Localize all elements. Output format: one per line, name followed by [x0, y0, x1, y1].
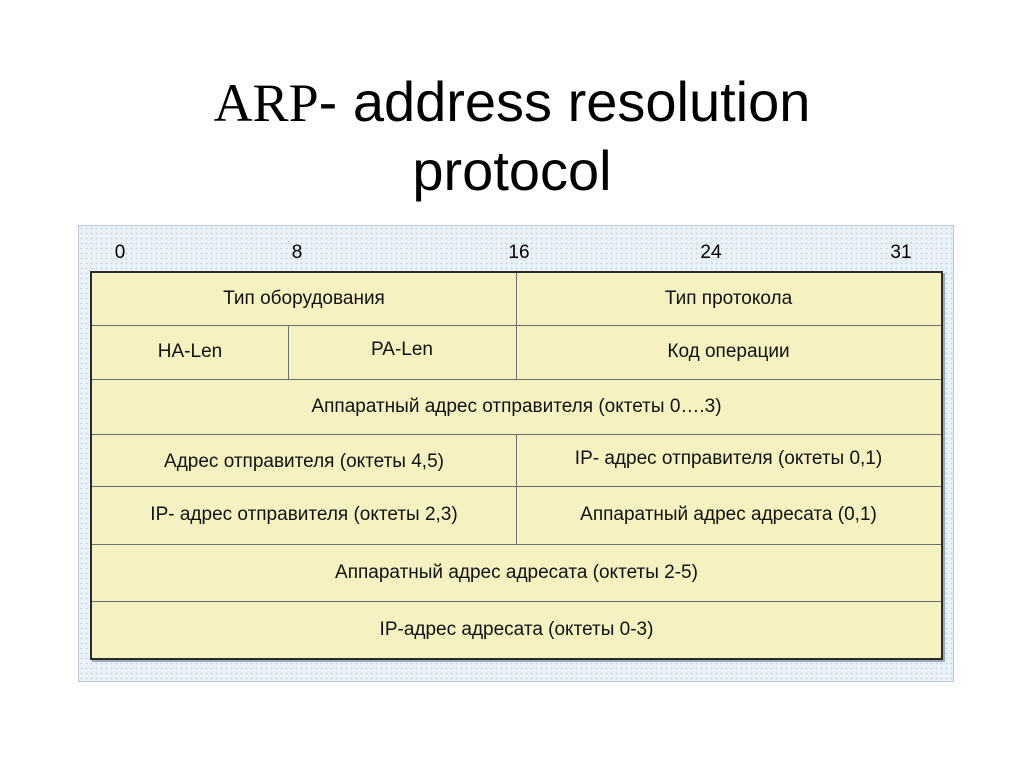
slide-title: ARP- address resolution protocol: [0, 68, 1024, 205]
field-pa-len: PA-Len: [371, 339, 433, 360]
bit-label-8: 8: [291, 242, 303, 263]
title-rest: - address resolution: [318, 70, 811, 133]
column-divider: [516, 273, 517, 325]
field-hardware-type: Тип оборудования: [223, 288, 385, 309]
arp-packet-diagram: 0 8 16 24 31 Тип оборудования Тип проток…: [78, 225, 954, 682]
field-opcode: Код операции: [667, 341, 790, 362]
title-abbr: ARP: [213, 73, 319, 133]
row-divider: [92, 544, 941, 545]
bit-label-16: 16: [508, 242, 530, 263]
field-sender-ip-octets-0-1: IP- адрес отправителя (октеты 0,1): [574, 448, 883, 469]
field-target-hardware-address-octets-2-5: Аппаратный адрес адресата (октеты 2-5): [335, 561, 698, 583]
column-divider: [516, 434, 517, 544]
field-protocol-type: Тип протокола: [664, 288, 793, 309]
packet-field-grid: Тип оборудования Тип протокола HA-Len PA…: [90, 271, 943, 660]
column-divider: [516, 325, 517, 379]
column-divider: [288, 325, 289, 379]
field-sender-address-octets-4-5: Адрес отправителя (октеты 4,5): [164, 451, 444, 472]
bit-label-24: 24: [700, 242, 722, 263]
title-line-2: protocol: [412, 139, 612, 202]
field-target-hardware-address-0-1: Аппаратный адрес адресата (0,1): [580, 504, 877, 525]
field-sender-ip-octets-2-3: IP- адрес отправителя (октеты 2,3): [150, 504, 458, 525]
bit-label-31: 31: [890, 242, 912, 263]
field-ha-len: HA-Len: [157, 341, 223, 362]
row-divider: [92, 601, 941, 602]
row-divider: [92, 379, 941, 380]
title-line-1: ARP- address resolution: [0, 68, 1024, 137]
field-target-ip-address: IP-адрес адресата (октеты 0-3): [379, 618, 654, 640]
field-sender-hardware-address: Аппаратный адрес отправителя (октеты 0….…: [311, 395, 722, 417]
bit-label-0: 0: [114, 242, 126, 263]
